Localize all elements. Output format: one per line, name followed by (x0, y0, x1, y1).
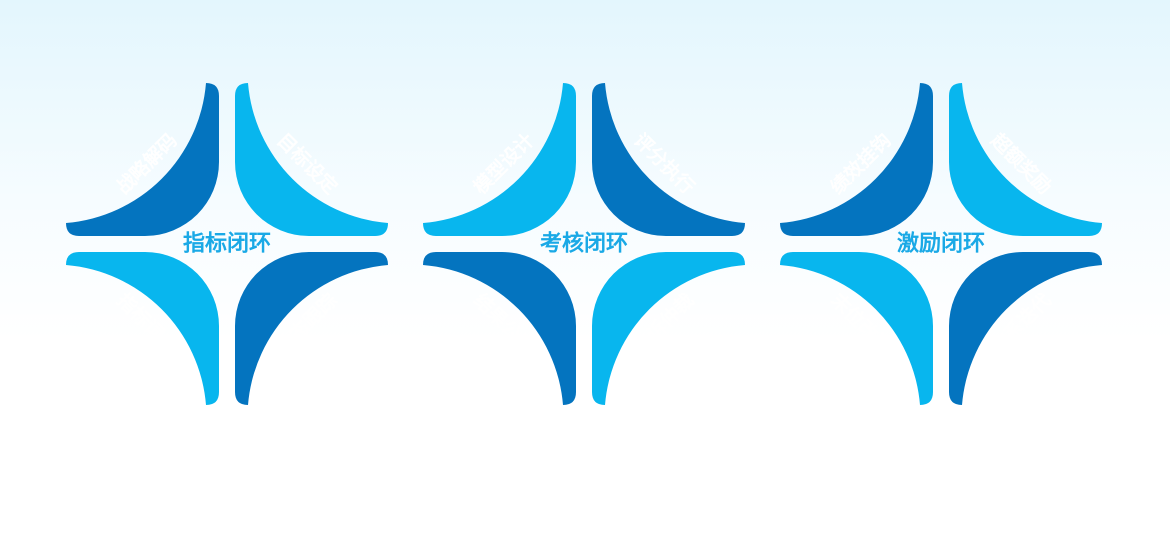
loop-center-label: 考核闭环 (540, 231, 628, 257)
segment-bottom-left (423, 252, 576, 405)
loop-1: 战略解码目标设定指标词典动态跟踪指标闭环 (66, 83, 388, 405)
segment-top-right (949, 83, 1102, 236)
segment-bottom-right (949, 252, 1102, 405)
loop-center-label: 激励闭环 (897, 231, 985, 257)
segment-top-right (592, 83, 745, 236)
segment-bottom-left (780, 252, 933, 405)
loop-3: 绩效挂钩超额奖励末位改进体系迭代激励闭环 (780, 83, 1102, 405)
segment-top-left (780, 83, 933, 236)
segment-bottom-right (235, 252, 388, 405)
segment-top-right (235, 83, 388, 236)
segment-bottom-right (592, 252, 745, 405)
loop-center-label: 指标闭环 (183, 231, 271, 257)
segment-bottom-left (66, 252, 219, 405)
loop-2: 模型设计评分执行结果公示申诉仲裁考核闭环 (423, 83, 745, 405)
segment-top-left (423, 83, 576, 236)
segment-top-left (66, 83, 219, 236)
